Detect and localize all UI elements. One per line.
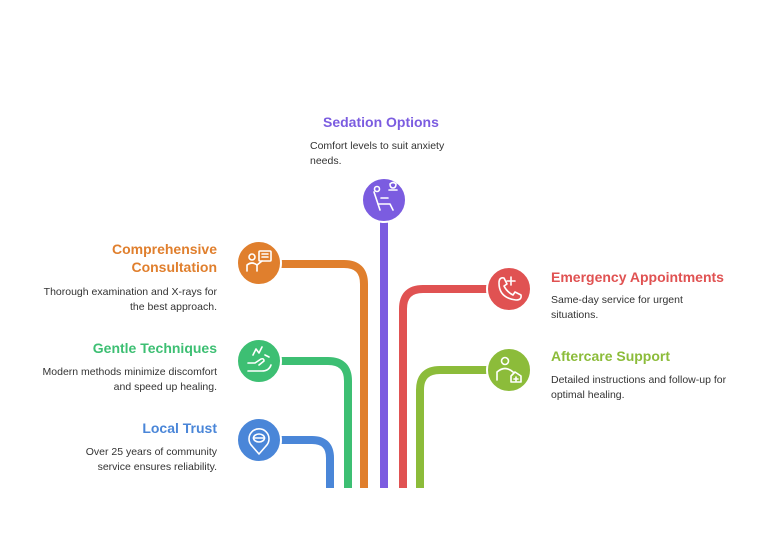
aftercare-connector (416, 366, 487, 488)
local-description: Over 25 years of community service ensur… (85, 446, 217, 473)
gentle-title: Gentle Techniques (92, 340, 217, 356)
aftercare-title: Aftercare Support (551, 348, 671, 364)
emergency-circle (486, 266, 532, 312)
gentle-node (236, 338, 282, 384)
emergency-connector (399, 285, 487, 488)
xray-doctor-icon (246, 250, 272, 272)
sedation-description: Comfort levels to suit anxiety needs. (310, 140, 445, 167)
emergency-phone-icon (498, 276, 522, 301)
gentle-hand-icon (247, 346, 272, 372)
aftercare-node (486, 347, 532, 393)
consultation-title: Comprehensive Consultation (111, 241, 217, 275)
local-title: Local Trust (142, 420, 217, 436)
sedation-circle (361, 177, 407, 223)
consultation-description: Thorough examination and X-rays for the … (43, 286, 217, 313)
gentle-connector (281, 357, 352, 488)
local-node (236, 417, 282, 463)
aftercare-person-icon (496, 356, 522, 383)
gentle-description: Modern methods minimize discomfort and s… (42, 366, 217, 393)
aftercare-description: Detailed instructions and follow-up for … (551, 374, 727, 401)
consultation-node (236, 240, 282, 286)
emergency-title: Emergency Appointments (551, 269, 724, 285)
local-location-icon (248, 428, 270, 455)
local-circle (236, 417, 282, 463)
dental-chair-icon (373, 181, 398, 211)
sedation-node (361, 177, 407, 223)
emergency-node (486, 266, 532, 312)
consultation-connector (281, 260, 368, 488)
emergency-description: Same-day service for urgent situations. (551, 294, 683, 321)
local-connector (281, 436, 334, 488)
sedation-title: Sedation Options (323, 114, 439, 130)
